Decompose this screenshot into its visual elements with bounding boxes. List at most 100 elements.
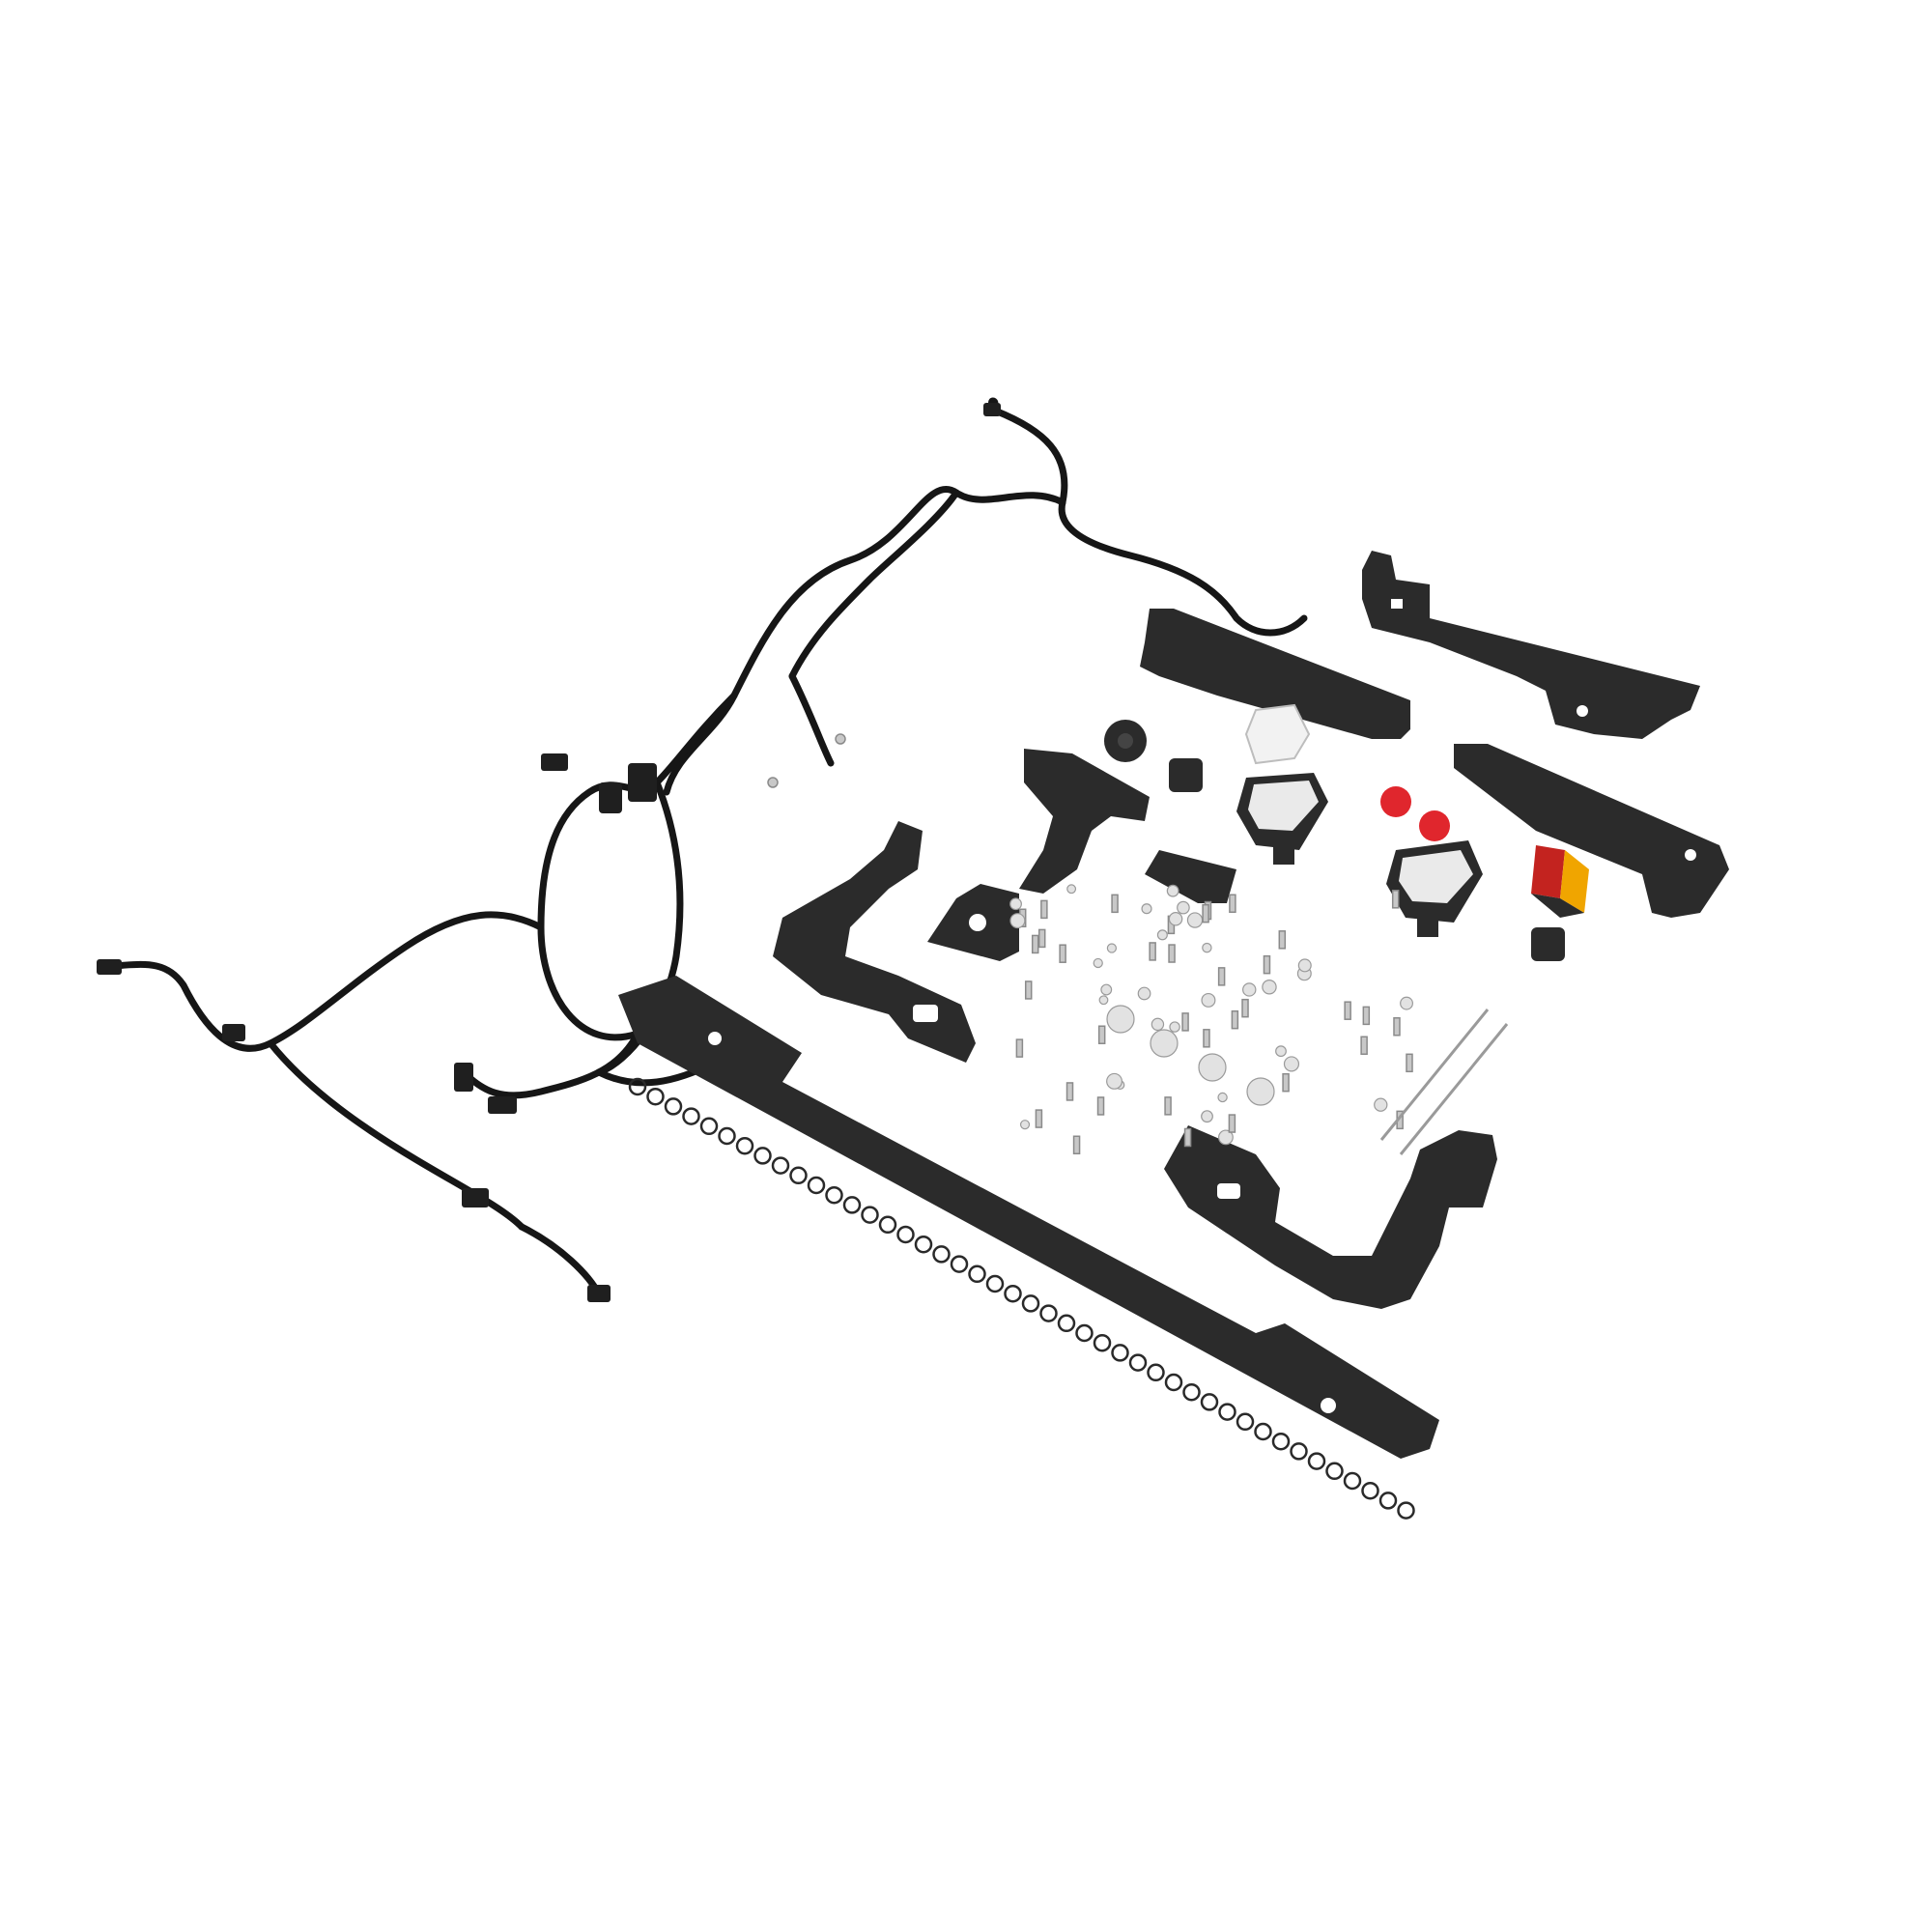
bolt (1037, 928, 1046, 949)
step-bracket-left (773, 821, 976, 1063)
clip (1021, 1294, 1040, 1313)
mounting-rail (618, 976, 1439, 1459)
clip (1004, 1284, 1022, 1303)
clip (753, 1147, 772, 1165)
bolt (1406, 1053, 1413, 1073)
step-bracket-right (1164, 1125, 1497, 1309)
washer (1186, 912, 1204, 928)
bolt (1015, 1038, 1024, 1058)
bolt (1040, 899, 1048, 920)
clip (825, 1185, 843, 1205)
step-pad (1019, 749, 1150, 894)
clip (1254, 1422, 1272, 1441)
tail-lamp (1531, 845, 1589, 918)
top-plate-center (1140, 609, 1410, 739)
washer (1106, 1072, 1123, 1090)
washer (1100, 983, 1113, 996)
clip (1236, 1412, 1255, 1432)
clip (985, 1274, 1005, 1293)
clip (950, 1255, 969, 1273)
bolt (1241, 998, 1249, 1018)
rotary-knob (1104, 720, 1147, 762)
clip (1378, 1492, 1398, 1510)
washer (1218, 1129, 1234, 1146)
washer (1242, 982, 1257, 997)
clip (878, 1215, 897, 1235)
clip (1290, 1442, 1308, 1461)
clip (842, 1196, 862, 1214)
washer (1137, 986, 1151, 1001)
clip (1307, 1452, 1326, 1470)
bolt (1231, 1009, 1239, 1030)
bolt (1362, 1006, 1371, 1026)
washer (1009, 913, 1026, 929)
washer (1202, 942, 1212, 953)
clip (807, 1176, 826, 1195)
washer (1283, 1056, 1300, 1072)
washer (1201, 992, 1216, 1008)
bolt (1035, 1109, 1043, 1128)
bolt (1111, 894, 1119, 914)
side-plate-right (1454, 744, 1729, 918)
clip-row (628, 1077, 1415, 1520)
clip (1093, 1333, 1112, 1352)
clip (664, 1097, 683, 1116)
washer (1374, 1097, 1388, 1112)
clip (1343, 1471, 1362, 1491)
bolt (1391, 890, 1400, 909)
bolt (1183, 1127, 1192, 1148)
clip (1325, 1462, 1344, 1481)
clip (789, 1166, 808, 1185)
wiring-harness (97, 397, 1308, 1302)
motor-mount-plate (927, 884, 1019, 961)
bolt (1360, 1036, 1368, 1055)
washer (1156, 929, 1168, 941)
clip (1128, 1353, 1148, 1372)
work-lamp-right (1386, 840, 1483, 937)
washer (1297, 958, 1312, 973)
bolt (1149, 942, 1156, 961)
clip (1039, 1304, 1058, 1322)
washer (1151, 1017, 1165, 1032)
washer (1066, 884, 1077, 895)
clip (896, 1225, 915, 1244)
bolt (1203, 1029, 1210, 1048)
large-washer (1150, 1029, 1179, 1058)
large-washer (1246, 1077, 1275, 1106)
washer (1400, 996, 1413, 1010)
clip (861, 1206, 879, 1224)
bolt (1229, 894, 1236, 914)
clip (628, 1077, 647, 1096)
clip (1200, 1393, 1219, 1411)
clear-lamp-housing (1244, 703, 1311, 765)
bolt (1024, 980, 1033, 1000)
washer (1009, 897, 1022, 911)
bolt (1344, 1001, 1351, 1020)
bolt (1181, 1012, 1189, 1032)
clip (699, 1117, 719, 1136)
clip (1147, 1363, 1165, 1382)
threaded-rods (1379, 1009, 1509, 1155)
bolt (1059, 944, 1066, 963)
washer (1217, 1092, 1228, 1103)
clip (932, 1245, 951, 1264)
washer (1177, 900, 1190, 915)
clip (1271, 1432, 1291, 1451)
small-bracket-plate (1145, 850, 1236, 903)
clip (718, 1126, 736, 1146)
bolt (1282, 1072, 1290, 1093)
clip (1164, 1373, 1183, 1392)
bolt (1217, 967, 1226, 986)
clip (1057, 1314, 1076, 1333)
bolt (1202, 903, 1209, 923)
clip (1218, 1403, 1236, 1421)
washer (1168, 912, 1183, 926)
clip (1397, 1501, 1415, 1520)
washer (1098, 995, 1109, 1006)
bolt (1072, 1135, 1081, 1155)
red-reflectors (1380, 786, 1450, 841)
clip (735, 1136, 754, 1155)
washer (1262, 980, 1277, 995)
bolt (1263, 954, 1271, 975)
washer (1093, 957, 1103, 969)
